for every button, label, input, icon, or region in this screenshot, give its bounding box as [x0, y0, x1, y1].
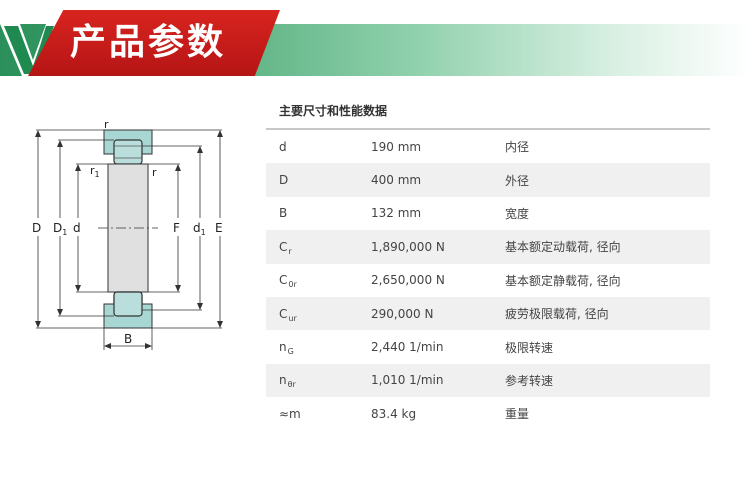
spec-symbol: d [266, 130, 371, 163]
spec-symbol-text: B [279, 206, 288, 221]
spec-value: 190 mm [371, 139, 422, 154]
spec-symbol: C0r [266, 264, 371, 297]
spec-value: 1,010 1/min [371, 363, 505, 398]
label-F: F [173, 221, 180, 235]
spec-symbol-subscript: θr [287, 380, 296, 390]
bearing-cross-section-diagram: r r1 r D D1 d F d1 E B [30, 118, 228, 350]
spec-value: 2,650,000 N [371, 273, 445, 288]
spec-symbol-text: n [279, 373, 287, 388]
label-D: D [32, 221, 41, 235]
roller-top [113, 139, 143, 165]
spec-symbol-subscript: 0r [288, 280, 297, 290]
spec-description: 重量 [505, 407, 530, 422]
spec-symbol: Cur [266, 296, 371, 331]
label-r1: r1 [90, 164, 100, 179]
banner-red-block [28, 10, 280, 76]
spec-symbol-text: d [279, 139, 287, 154]
spec-table-divider [266, 128, 710, 130]
spec-value: 132 mm [371, 206, 422, 221]
spec-symbol: B [266, 197, 371, 230]
spec-symbol-text: ≈m [279, 406, 301, 421]
page-title: 产品参数 [70, 22, 227, 63]
spec-symbol-text: n [279, 340, 287, 355]
spec-description: 宽度 [505, 206, 530, 221]
spec-symbol-text: C [279, 239, 288, 254]
spec-value: 290,000 N [371, 296, 505, 331]
label-E: E [215, 221, 223, 235]
spec-table-title: 主要尺寸和性能数据 [279, 104, 388, 118]
header-banner: 产品参数 [0, 0, 750, 80]
spec-description: 参考转速 [505, 363, 710, 398]
label-r-top: r [104, 118, 109, 131]
spec-description: 外径 [505, 163, 710, 197]
brand-v-mark-icon [0, 24, 58, 76]
spec-value: 400 mm [371, 163, 505, 197]
spec-value: 83.4 kg [371, 406, 417, 421]
table-row: ≈m 83.4 kg 重量 [266, 397, 710, 430]
spec-symbol-subscript: r [288, 246, 292, 256]
spec-symbol-text: C [279, 306, 288, 321]
spec-symbol: ≈m [266, 397, 371, 430]
spec-value: 2,440 1/min [371, 340, 444, 355]
spec-value: 1,890,000 N [371, 230, 505, 264]
spec-symbol: D [266, 163, 371, 197]
spec-description: 基本额定动载荷, 径向 [505, 230, 710, 264]
spec-description: 内径 [505, 140, 530, 155]
table-row: d 190 mm 内径 [266, 130, 710, 163]
label-D1: D1 [53, 221, 67, 237]
spec-symbol: nG [266, 330, 371, 363]
spec-symbol-subscript: ur [288, 313, 297, 323]
spec-description: 疲劳极限载荷, 径向 [505, 296, 710, 331]
spec-symbol-text: C [279, 273, 288, 288]
label-r-inner: r [152, 166, 157, 179]
spec-symbol-subscript: G [287, 347, 294, 357]
spec-description: 极限转速 [505, 340, 554, 355]
spec-symbol: Cr [266, 230, 371, 264]
spec-description: 基本额定静载荷, 径向 [505, 273, 621, 288]
spec-symbol: nθr [266, 363, 371, 398]
label-d1: d1 [193, 221, 206, 237]
label-B: B [124, 332, 132, 346]
label-d: d [73, 221, 81, 235]
spec-symbol-text: D [279, 173, 289, 188]
table-row: B 132 mm 宽度 [266, 197, 710, 230]
